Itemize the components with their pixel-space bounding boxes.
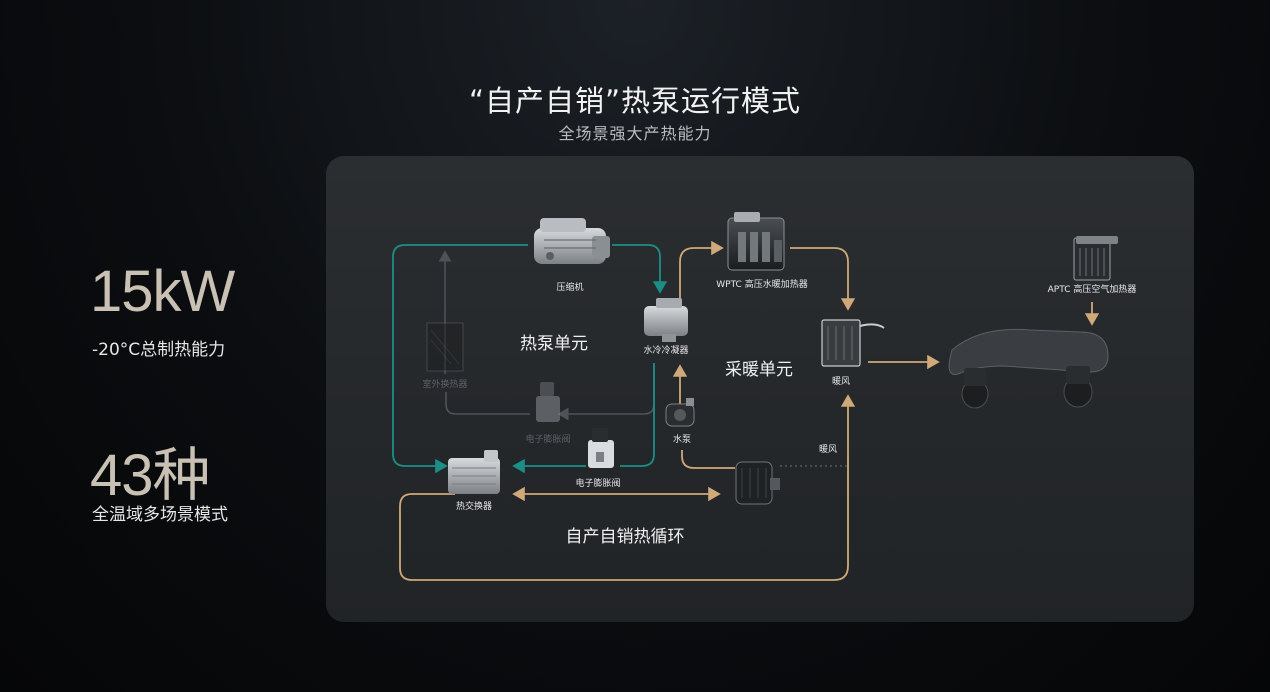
warm-air-label: 暖风 — [819, 443, 837, 455]
aptc-heater-icon — [1073, 236, 1118, 281]
cabin-hvac-icon — [948, 328, 1109, 409]
front-exchanger-icon — [426, 322, 464, 372]
heater-core-label: 暖风 — [832, 375, 850, 387]
self-cycle-label: 自产自销热循环 — [566, 527, 685, 547]
stat-power-label: -20°C总制热能力 — [92, 340, 226, 360]
aptc-label: APTC 高压空气加热器 — [1048, 283, 1137, 295]
water-condenser-label: 水冷冷凝器 — [643, 344, 688, 356]
page-title: “自产自销”热泵运行模式 — [468, 84, 802, 118]
evxv-top-icon — [536, 382, 560, 422]
wptc-heater-icon — [727, 212, 785, 271]
refrigerant-loop — [392, 244, 668, 474]
heating-unit-label: 采暖单元 — [725, 360, 793, 380]
heater-core-icon — [821, 319, 885, 367]
heat-pump-unit-label: 热泵单元 — [520, 334, 588, 354]
compressor-icon — [534, 218, 610, 264]
front-exchanger-label: 室外换热器 — [422, 378, 467, 390]
heat-exchanger-icon — [448, 450, 500, 494]
water-pump-icon — [665, 398, 695, 427]
water-condenser-icon — [644, 298, 688, 342]
page-subtitle: 全场景强大产热能力 — [558, 124, 712, 143]
heat-exchanger-label: 热交换器 — [456, 500, 492, 512]
compressor-label: 压缩机 — [556, 281, 583, 293]
drive-unit-icon — [735, 461, 780, 505]
stat-modes-label: 全温域多场景模式 — [92, 505, 228, 525]
wptc-label: WPTC 高压水暖加热器 — [716, 278, 807, 290]
evxv-bottom-label: 电子膨胀阀 — [575, 477, 620, 489]
stat-power-value: 15kW — [90, 259, 235, 324]
evxv-top-label: 电子膨胀阀 — [525, 433, 570, 445]
stat-modes-value: 43种 — [90, 443, 211, 508]
coolant-loop — [399, 240, 1100, 581]
water-pump-label: 水泵 — [673, 433, 691, 445]
evxv-bottom-icon — [588, 428, 614, 468]
